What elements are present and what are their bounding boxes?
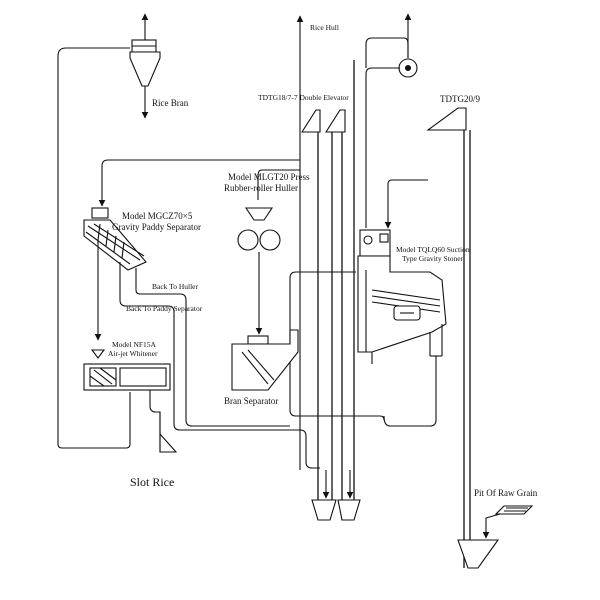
bran-separator	[231, 329, 299, 391]
tdtg20-label: TDTG20/9	[440, 94, 480, 104]
cyclone-separator	[129, 13, 161, 119]
bran-separator-label: Bran Separator	[224, 396, 278, 406]
stoner-label-line1: Model TQLQ60 Suction	[396, 245, 470, 254]
huller-label-line1: Model MLGT20 Press	[228, 172, 310, 182]
double-elevator	[300, 60, 361, 521]
slot-rice-label: Slot Rice	[130, 475, 174, 489]
back-to-paddy-label: Back To Paddy Separator	[126, 304, 203, 313]
pit-raw-grain-label: Pit Of Raw Grain	[474, 488, 538, 498]
pit-of-raw-grain	[482, 505, 534, 539]
paddy-separator-label-line2: Gravity Paddy Separator	[112, 222, 201, 232]
rice-bran-label: Rice Bran	[152, 98, 189, 108]
air-jet-whitener	[83, 349, 171, 391]
bran-return-line	[57, 47, 131, 449]
rice-hull-label: Rice Hull	[310, 23, 339, 32]
rubber-roller-huller	[237, 207, 281, 335]
back-to-huller-label: Back To Huller	[152, 282, 198, 291]
suction-fan	[365, 13, 418, 228]
tdtg20-elevator	[426, 107, 500, 569]
stoner-label-line2: Type Gravity Stoner	[402, 254, 464, 263]
paddy-separator-label-line1: Model MGCZ70×5	[122, 211, 193, 221]
gravity-stoner	[357, 229, 447, 364]
whitener-label-line1: Model NF15A	[112, 340, 157, 349]
whitener-label-line2: Air-jet Whitener	[108, 349, 158, 358]
huller-label-line2: Rubber-roller Huller	[224, 183, 298, 193]
double-elevator-label: TDTG18/7-7 Double Elevator	[258, 93, 349, 102]
gravity-paddy-separator	[83, 207, 147, 271]
